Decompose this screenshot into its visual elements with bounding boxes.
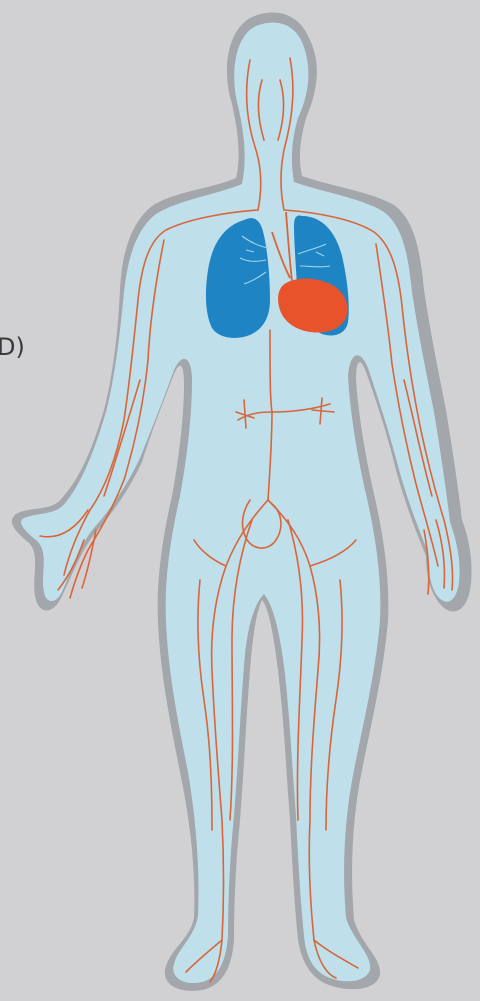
edge-label-fragment: D) [0, 335, 25, 359]
